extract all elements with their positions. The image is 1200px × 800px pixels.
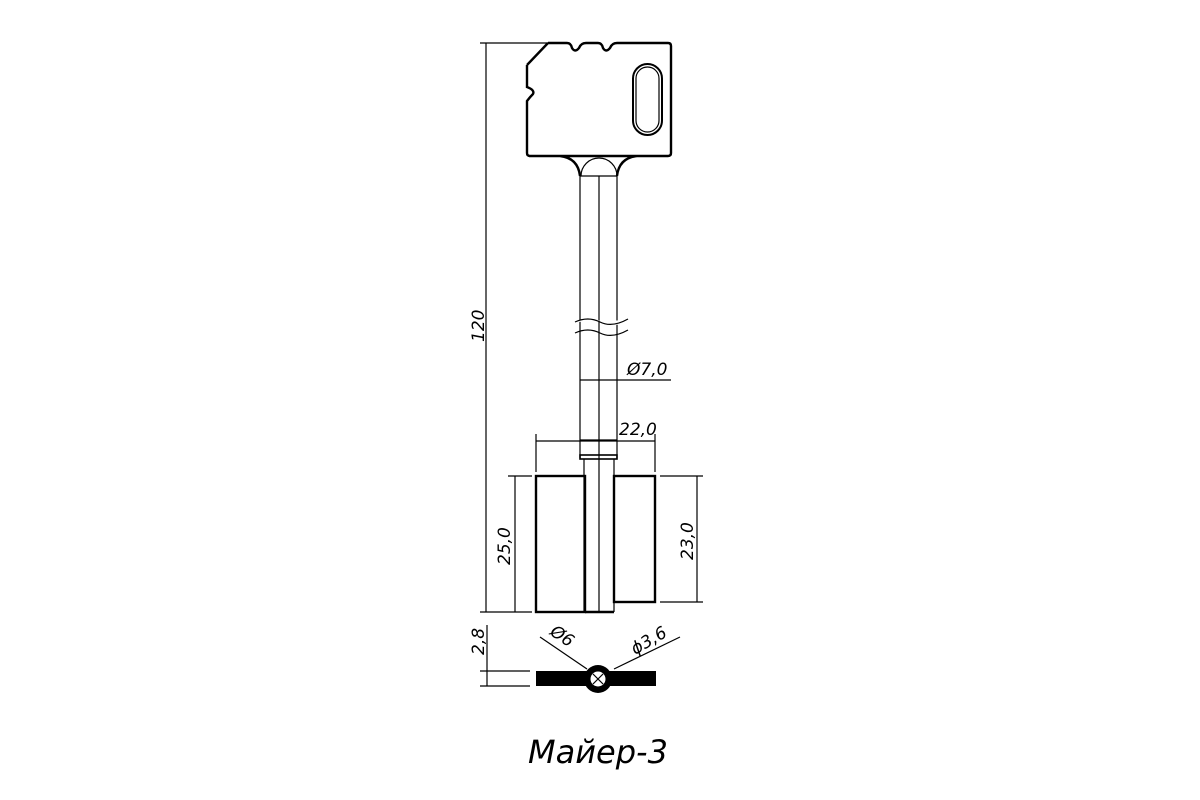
dim-label-bit-width: 22,0 [619,420,657,440]
dim-label-pin-inner: ϕ3,6 [628,623,671,660]
dimension-total-length: 120 [469,42,548,613]
dimension-shank-diameter: Ø7,0 [580,360,671,381]
drawing-title: Майер-3 [528,733,668,771]
dim-label-120: 120 [469,310,489,342]
dim-label-23: 23,0 [678,522,698,560]
key-head [525,41,673,177]
dim-label-2-8: 2,8 [469,628,489,655]
key-slot [632,63,663,136]
dimension-bit-width: 22,0 [535,420,657,472]
key-shank [574,175,630,612]
dimension-bit-height-left: 25,0 [495,475,532,612]
dim-label-shank-diameter: Ø7,0 [626,360,667,380]
cross-section: Ø6 ϕ3,6 [536,621,681,693]
key-bit [534,474,657,614]
dimension-bit-height-right: 23,0 [660,475,703,603]
dim-label-25: 25,0 [495,527,515,565]
dimension-section-thickness: 2,8 [469,625,530,687]
dim-label-pin-outer: Ø6 [545,621,577,652]
